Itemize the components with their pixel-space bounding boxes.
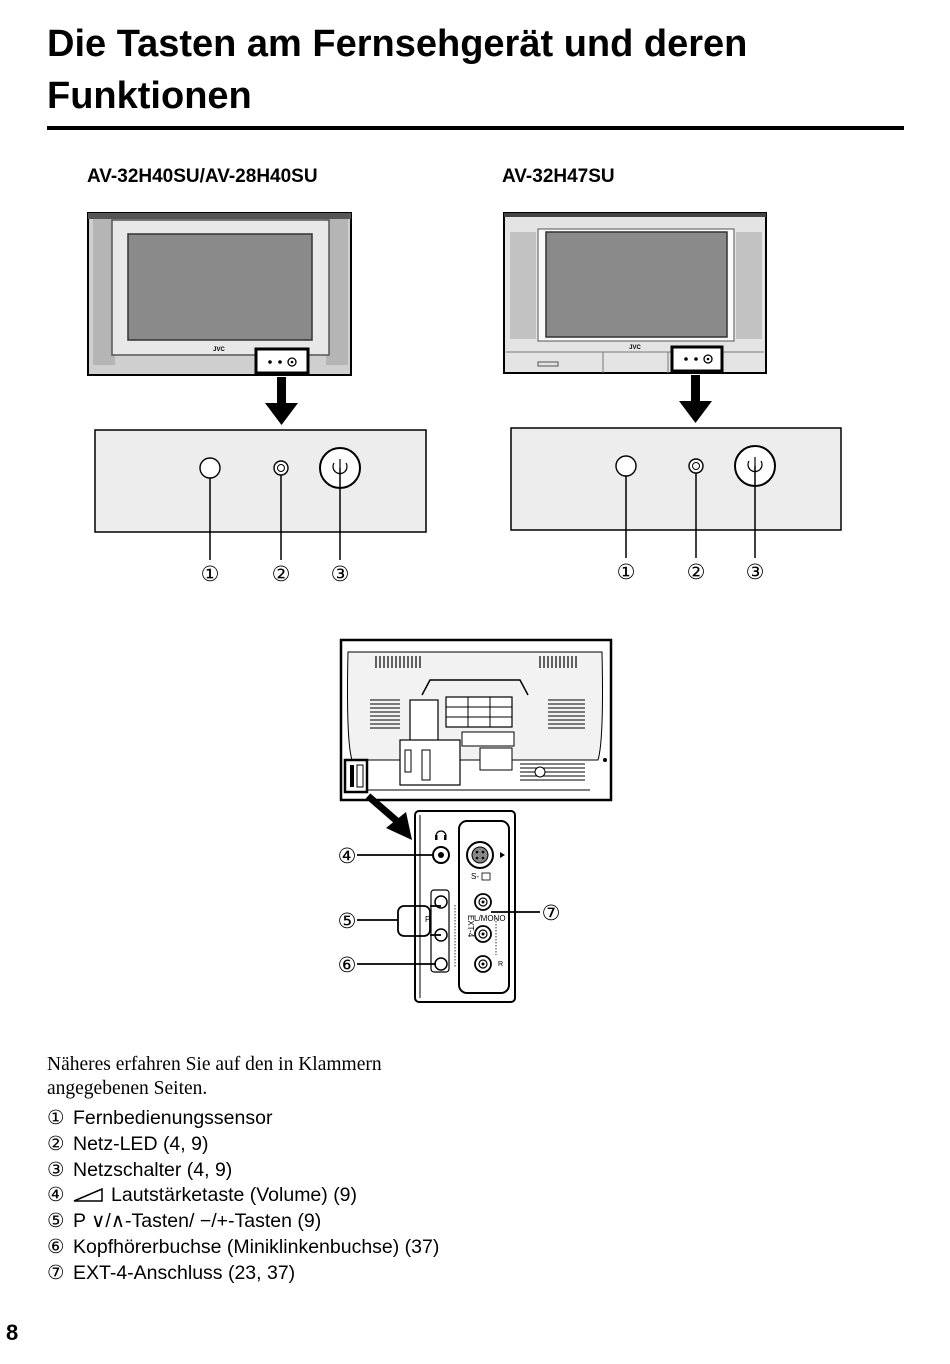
legend-item-1: ① Fernbedienungssensor (47, 1106, 487, 1132)
tv-logo-right: JVC (629, 345, 641, 351)
legend-item-5: ⑤ P ∨/∧-Tasten/ −/+-Tasten (9) (47, 1209, 487, 1235)
legend-text: EXT-4-Anschluss (23, 37) (73, 1261, 296, 1284)
legend-text: Kopfhörerbuchse (Miniklinkenbuchse) (37) (73, 1235, 440, 1258)
callout-7: ⑦ (542, 901, 561, 925)
page-title: Die Tasten am Fernsehgerät und deren Fun… (47, 23, 748, 117)
legend-number: ③ (47, 1158, 65, 1181)
model-label-right: AV-32H47SU (502, 166, 615, 187)
legend-list: ① Fernbedienungssensor ② Netz-LED (4, 9)… (47, 1106, 487, 1287)
remote-sensor (199, 457, 221, 479)
legend-text: P ∨/∧-Tasten/ −/+-Tasten (9) (73, 1210, 322, 1233)
rear-pointer-arrow (365, 793, 412, 840)
volume-icon (73, 1188, 103, 1203)
callout-2-left: ② (272, 562, 291, 586)
legend-number: ⑥ (47, 1235, 65, 1258)
tv-front-right: JVC (503, 212, 767, 374)
side-panel-detail: P S- L/MONO R EXT-4 (414, 810, 516, 1003)
legend-number: ⑤ (47, 1210, 65, 1233)
control-panel-right (510, 427, 842, 558)
side-panel-leaders (357, 854, 540, 965)
l-mono-label: L/MONO (474, 914, 506, 923)
page-number: 8 (6, 1320, 19, 1345)
down-arrow-left (265, 377, 298, 425)
legend-number: ① (47, 1107, 65, 1129)
callout-3-left: ③ (331, 562, 350, 586)
tv-rear-view (339, 638, 613, 802)
title-rule (47, 126, 904, 130)
legend-number: ② (47, 1132, 65, 1155)
legend-item-7: ⑦ EXT-4-Anschluss (23, 37) (47, 1261, 487, 1287)
callout-6: ⑥ (338, 953, 357, 977)
down-arrow-right (679, 375, 712, 423)
intro-text: Näheres erfahren Sie auf den in Klammern… (47, 1054, 382, 1099)
side-panel-location (343, 758, 369, 794)
callout-1-left: ① (201, 562, 220, 586)
r-label: R (498, 961, 503, 968)
legend-number: ④ (47, 1184, 65, 1207)
legend-text: Netz-LED (4, 9) (73, 1132, 209, 1155)
p-label: P (425, 915, 430, 924)
callout-3-right: ③ (746, 560, 765, 584)
ext4-label: EXT-4 (466, 915, 475, 938)
tv-logo-left: JVC (213, 347, 225, 353)
control-panel-left (94, 429, 427, 560)
callout-2-right: ② (687, 560, 706, 584)
legend-text: Fernbedienungssensor (73, 1107, 273, 1129)
legend-item-2: ② Netz-LED (4, 9) (47, 1132, 487, 1158)
power-led (273, 460, 289, 476)
callout-1-right: ① (617, 560, 636, 584)
legend-text: Netzschalter (4, 9) (73, 1158, 233, 1181)
legend-text: Lautstärketaste (Volume) (9) (111, 1184, 358, 1207)
callout-5: ⑤ (338, 909, 357, 933)
headphone-icon (435, 830, 447, 837)
svideo-label: S- (471, 872, 479, 881)
legend-item-6: ⑥ Kopfhörerbuchse (Miniklinkenbuchse) (3… (47, 1235, 487, 1261)
model-label-left: AV-32H40SU/AV-28H40SU (87, 166, 318, 187)
tv-front-left: JVC (87, 212, 352, 376)
legend-number: ⑦ (47, 1261, 65, 1284)
legend-item-4: ④ Lautstärketaste (Volume) (9) (47, 1183, 487, 1209)
legend-item-3: ③ Netzschalter (4, 9) (47, 1158, 487, 1184)
callout-4: ④ (338, 844, 357, 868)
